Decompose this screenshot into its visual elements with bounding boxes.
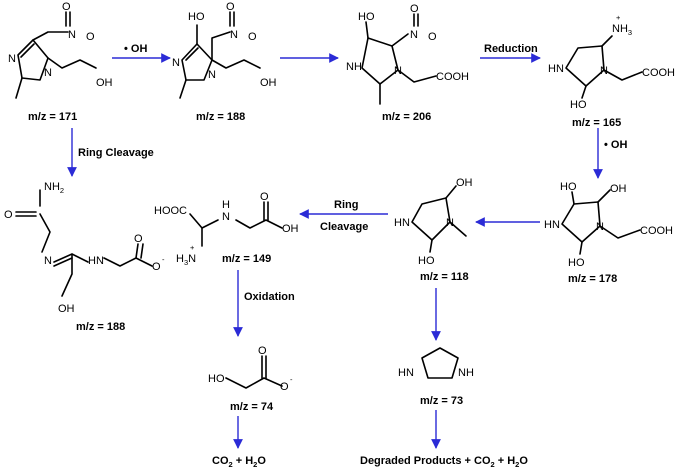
- ring-amine: NH: [458, 367, 474, 379]
- carbonyl-oxygen: O: [4, 209, 13, 221]
- hydroxyl-group: OH: [96, 77, 113, 89]
- final-products-co2-h2o: CO2 + H2O: [212, 455, 266, 468]
- hydroxyl-group: HO: [568, 257, 585, 269]
- carboxylic-acid: HOOC: [154, 205, 187, 217]
- carbonyl-oxygen: O: [258, 345, 267, 357]
- hydroxyl-group: HO: [570, 99, 587, 111]
- hydroxyl-group: OH: [260, 77, 277, 89]
- mz-label: m/z = 188: [76, 321, 125, 333]
- ring-amine: HN: [394, 217, 410, 229]
- ring-nitrogen: N: [394, 65, 402, 77]
- compound-149: HOOC N H O OH H3N + m/z = 149: [154, 191, 299, 267]
- step-label-hydroxyl-radical: • OH: [124, 43, 147, 55]
- amine-hydrogen: H: [222, 199, 230, 211]
- ring-amine: HN: [398, 367, 414, 379]
- negative-charge: -: [290, 375, 293, 384]
- carboxylate-oxygen: O: [280, 381, 289, 393]
- hydroxyl-group: HO: [560, 181, 577, 193]
- ring-amine: HN: [544, 219, 560, 231]
- compound-188-hydroxy: HO O N O N N OH m/z = 188: [172, 1, 277, 123]
- mz-label: m/z = 178: [568, 273, 617, 285]
- mz-label: m/z = 74: [230, 401, 274, 413]
- step-label-reduction: Reduction: [484, 43, 538, 55]
- ring-nitrogen: N: [172, 57, 180, 69]
- compound-178: HO OH HN N COOH HO m/z = 178: [544, 181, 673, 285]
- ring-nitrogen: N: [208, 69, 216, 81]
- nitro-oxygen-minus: O: [248, 31, 257, 43]
- nitro-nitrogen: N: [410, 29, 418, 41]
- mz-label: m/z = 206: [382, 111, 431, 123]
- hydroxyl-group: OH: [58, 303, 75, 315]
- hydroxyl-group: OH: [610, 183, 627, 195]
- ring-nitrogen: N: [596, 221, 604, 233]
- step-label-ring-cleavage: Ring Cleavage: [78, 147, 154, 159]
- carbonyl-oxygen: O: [134, 233, 143, 245]
- compound-118: OH HN N HO m/z = 118: [394, 177, 473, 283]
- secondary-amine: HN: [88, 255, 104, 267]
- ring-nitrogen: N: [446, 217, 454, 229]
- mz-label: m/z = 118: [420, 271, 469, 283]
- ring-nitrogen: N: [44, 67, 52, 79]
- step-label-hydroxyl-radical-2: • OH: [604, 139, 627, 151]
- step-label-ring-cleavage-2: Ring: [334, 199, 358, 211]
- hydroxyl-group: HO: [188, 11, 205, 23]
- compound-171: O N O N N OH m/z = 171: [8, 1, 113, 123]
- imine-nitrogen: N: [44, 255, 52, 267]
- carboxylic-acid: COOH: [640, 225, 673, 237]
- nitro-oxygen: O: [410, 3, 419, 15]
- amide-nitrogen: NH2: [44, 181, 64, 195]
- nitro-nitrogen: N: [230, 29, 238, 41]
- nitro-oxygen: O: [226, 1, 235, 13]
- carboxylate-oxygen: O: [152, 261, 161, 273]
- mz-label: m/z = 165: [572, 117, 621, 129]
- ring-amine: NH: [346, 61, 362, 73]
- compound-74: O HO O - m/z = 74: [208, 345, 293, 413]
- nitro-oxygen-minus: O: [428, 31, 437, 43]
- compound-165: NH3 + HN N COOH HO m/z = 165: [548, 13, 675, 129]
- mz-label: m/z = 188: [196, 111, 245, 123]
- nitro-oxygen: O: [62, 1, 71, 13]
- compound-73: HN NH m/z = 73: [398, 347, 474, 407]
- final-products-degraded: Degraded Products + CO2 + H2O: [360, 455, 528, 468]
- nitro-nitrogen: N: [68, 29, 76, 41]
- mz-label: m/z = 171: [28, 111, 77, 123]
- hydroxyl-group: HO: [358, 11, 375, 23]
- positive-charge: +: [190, 243, 195, 252]
- secondary-amine: N: [222, 211, 230, 223]
- carboxylic-acid: COOH: [436, 71, 469, 83]
- ammonium-group: H3N: [176, 253, 196, 267]
- mz-label: m/z = 149: [222, 253, 271, 265]
- hydroxyl-group: HO: [208, 373, 225, 385]
- positive-charge: +: [616, 13, 621, 22]
- hydroxyl-group: HO: [418, 255, 435, 267]
- ring-nitrogen: N: [8, 53, 16, 65]
- compound-206: HO O N O NH N COOH m/z = 206: [346, 3, 469, 123]
- step-label-ring-cleavage-2: Cleavage: [320, 221, 368, 233]
- ring-nitrogen: N: [600, 65, 608, 77]
- ring-amine: HN: [548, 63, 564, 75]
- reaction-arrows: [67, 53, 603, 449]
- nitro-oxygen-minus: O: [86, 31, 95, 43]
- negative-charge: -: [162, 255, 165, 264]
- compound-188-ring-opened: NH2 O N HN O O - OH m/z = 188: [4, 181, 165, 333]
- carboxylic-acid: COOH: [642, 67, 675, 79]
- hydroxyl-group: OH: [456, 177, 473, 189]
- carbonyl-oxygen: O: [260, 191, 269, 203]
- ammonium-group: NH3: [612, 23, 632, 37]
- step-label-oxidation: Oxidation: [244, 291, 295, 303]
- mz-label: m/z = 73: [420, 395, 463, 407]
- hydroxyl-group: OH: [282, 223, 299, 235]
